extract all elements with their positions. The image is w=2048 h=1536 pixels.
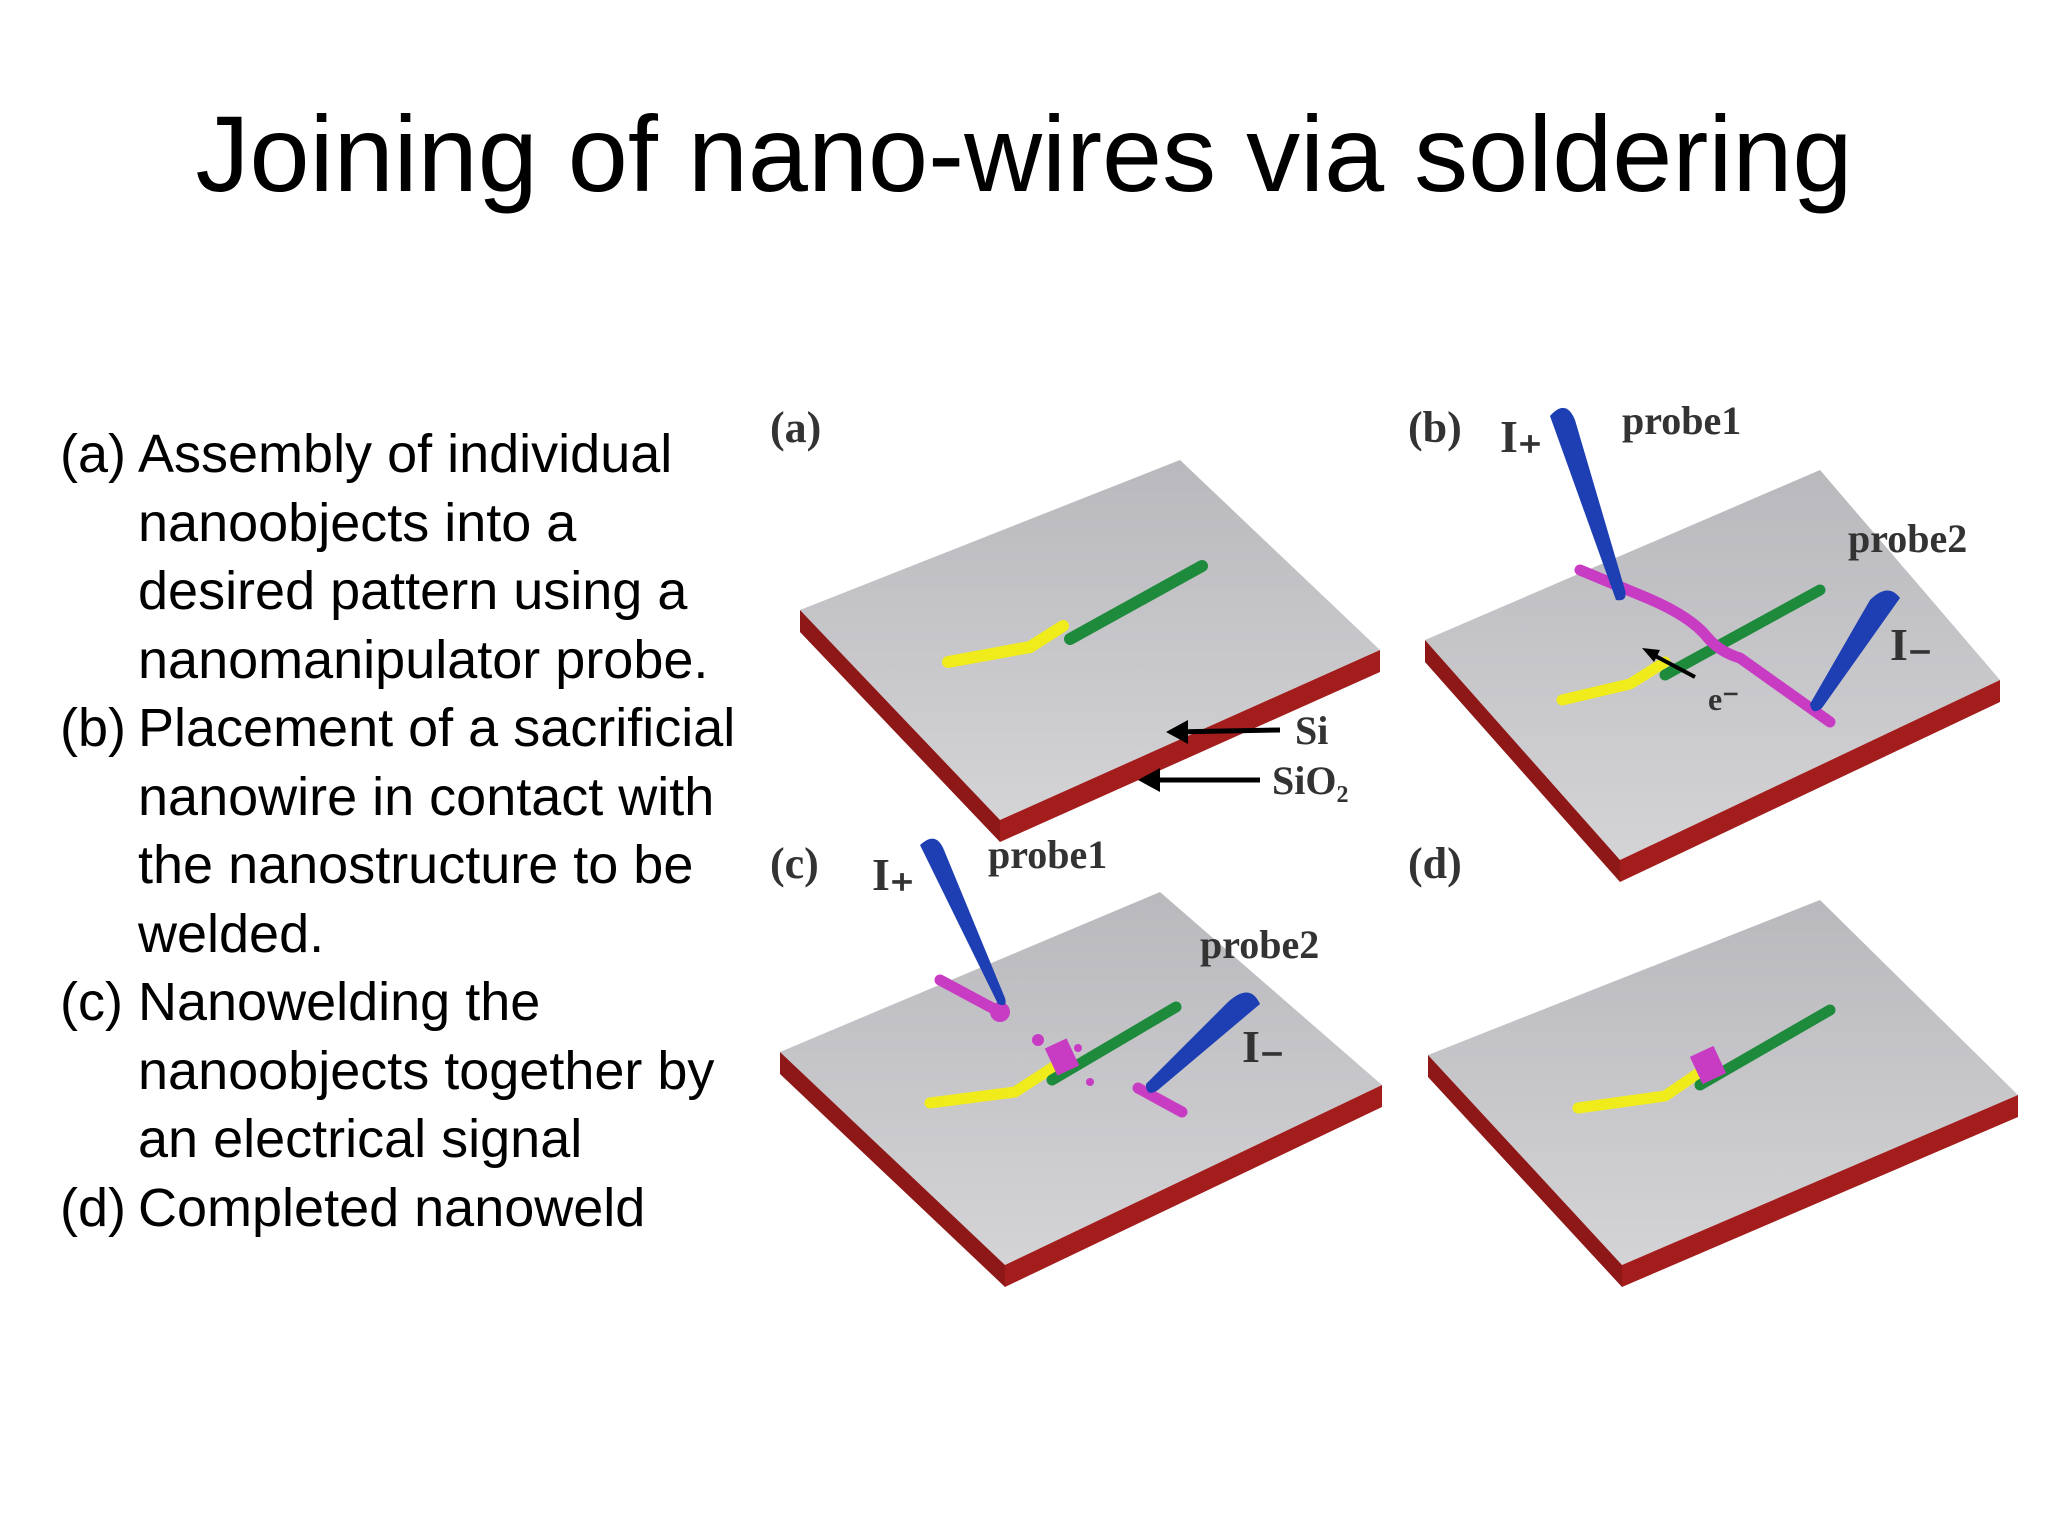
sacrificial-nanowire xyxy=(1132,1082,1188,1118)
substrate-side xyxy=(1425,640,1620,882)
substrate-top xyxy=(800,460,1380,820)
panel-label: (d) xyxy=(1408,839,1462,888)
substrate-side xyxy=(1000,650,1380,842)
yellow-nanowire xyxy=(1572,1064,1709,1114)
probe1-label: probe1 xyxy=(988,832,1107,877)
weld-joint xyxy=(1044,1038,1080,1076)
nanoweld-figure: (a) Si SiO₂ (b) e⁻ I₊ probe1 probe2 I₋ (… xyxy=(770,398,2018,1287)
step-a: (a) Assembly of individual nanoobjects i… xyxy=(60,420,740,694)
molten-droplet xyxy=(1032,1034,1044,1046)
yellow-nanowire xyxy=(924,1060,1061,1109)
yellow-nanowire xyxy=(942,620,1069,668)
substrate-side xyxy=(780,1052,1005,1287)
substrate-top xyxy=(1428,900,2018,1265)
current-minus-label: I₋ xyxy=(1242,1021,1284,1072)
step-text: Completed nanoweld xyxy=(138,1177,646,1238)
yellow-nanowire xyxy=(1556,656,1671,706)
probe2-label: probe2 xyxy=(1200,922,1319,967)
step-list: (a) Assembly of individual nanoobjects i… xyxy=(60,420,740,1242)
panel-a: (a) Si SiO₂ xyxy=(770,403,1380,842)
probe1-icon xyxy=(920,838,1006,1006)
panel-label: (b) xyxy=(1408,403,1462,452)
weld-joint xyxy=(1689,1045,1727,1085)
step-label: (a) xyxy=(60,424,126,484)
panel-label: (c) xyxy=(770,839,819,888)
probe1-icon xyxy=(1550,407,1626,601)
slide-title: Joining of nano-wires via soldering xyxy=(195,93,1853,214)
substrate-side xyxy=(1428,1055,1622,1287)
substrate-side xyxy=(1005,1085,1382,1287)
current-plus-label: I₊ xyxy=(872,849,914,900)
electron-label: e⁻ xyxy=(1708,681,1739,717)
substrate-side xyxy=(800,610,1000,842)
molten-droplet xyxy=(1074,1044,1082,1052)
panel-b: (b) e⁻ I₊ probe1 probe2 I₋ xyxy=(1408,398,2000,882)
substrate-top xyxy=(780,892,1382,1265)
arrow-head xyxy=(1138,768,1160,792)
step-label: (b) xyxy=(60,698,126,758)
sacrificial-nanowire xyxy=(934,974,1002,1016)
substrate-side xyxy=(1622,1095,2018,1287)
molten-droplet xyxy=(1086,1078,1094,1086)
step-label: (c) xyxy=(60,972,123,1032)
step-c: (c) Nanowelding the nanoobjects together… xyxy=(60,968,740,1174)
step-text: Assembly of individual nanoobjects into … xyxy=(138,424,709,690)
probe1-label: probe1 xyxy=(1622,398,1741,443)
step-text: Nanowelding the nanoobjects together by … xyxy=(138,972,715,1169)
sacrificial-nanowire xyxy=(1574,564,1836,728)
green-nanowire xyxy=(1659,584,1826,681)
panel-d: (d) xyxy=(1408,839,2018,1287)
green-nanowire xyxy=(1064,560,1208,645)
probe2-label: probe2 xyxy=(1848,516,1967,561)
si-label: Si xyxy=(1295,708,1328,753)
arrow-head xyxy=(1642,648,1660,662)
panel-c: (c) I₊ probe1 probe2 I₋ xyxy=(770,832,1382,1287)
current-plus-label: I₊ xyxy=(1500,411,1542,462)
arrow-head xyxy=(1166,720,1188,744)
step-label: (d) xyxy=(60,1177,126,1238)
molten-bead xyxy=(990,1002,1010,1022)
current-minus-label: I₋ xyxy=(1890,619,1932,670)
substrate-side xyxy=(1620,680,2000,882)
si-arrow xyxy=(1171,727,1281,735)
substrate-top xyxy=(1425,470,2000,860)
panel-label: (a) xyxy=(770,403,821,452)
step-text: Placement of a sacrificial nanowire in c… xyxy=(138,698,736,964)
probe2-icon xyxy=(1810,590,1900,712)
step-b: (b) Placement of a sacrificial nanowire … xyxy=(60,694,740,968)
step-d: (d) Completed nanoweld xyxy=(60,1174,740,1243)
probe2-icon xyxy=(1146,992,1260,1093)
sio2-label: SiO₂ xyxy=(1272,758,1348,803)
